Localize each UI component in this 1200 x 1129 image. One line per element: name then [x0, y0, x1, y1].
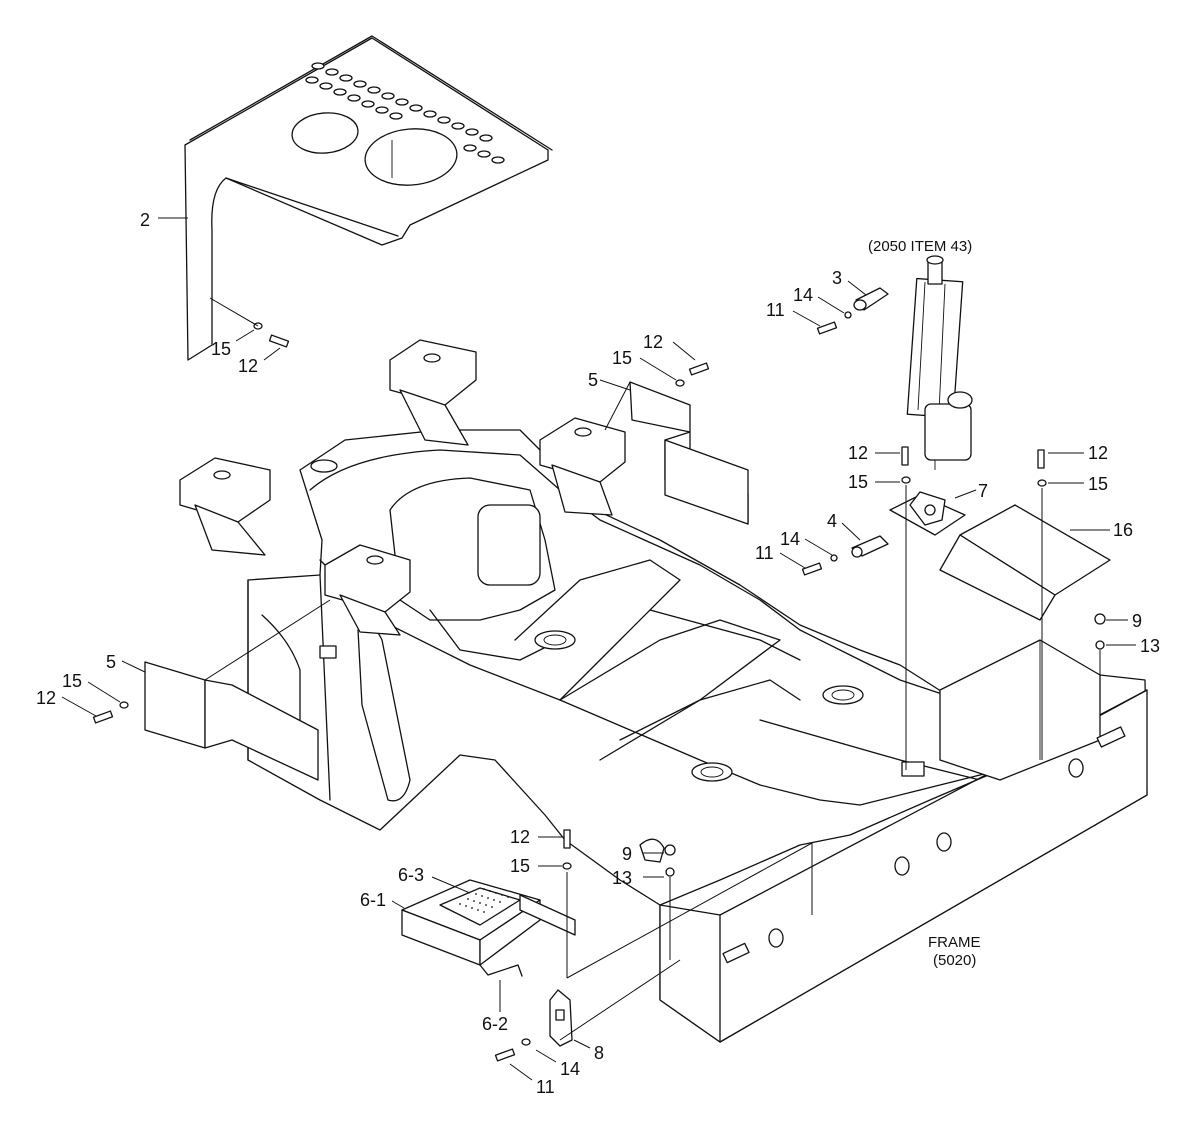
label-part-7: 7	[978, 481, 988, 501]
label-part-14: 14	[560, 1059, 580, 1079]
label-part-9: 9	[622, 844, 632, 864]
label-part-15: 15	[211, 339, 231, 359]
leader-lines	[61, 217, 1136, 1081]
label-part-14: 14	[793, 285, 813, 305]
label-part-9: 9	[1132, 611, 1142, 631]
label-part-15: 15	[848, 472, 868, 492]
hardware	[92, 287, 1106, 1062]
label-part-6-2: 6-2	[482, 1014, 508, 1034]
label-part-5: 5	[588, 370, 598, 390]
label-part-11: 11	[766, 300, 785, 320]
label-part-14: 14	[780, 529, 800, 549]
label-part-11: 11	[755, 543, 774, 563]
label-part-12: 12	[510, 827, 530, 847]
label-part-6-1: 6-1	[360, 890, 386, 910]
grip-pattern	[459, 888, 509, 913]
vent-slots	[305, 62, 505, 164]
cover-plate-16	[939, 504, 1111, 621]
label-part-15: 15	[612, 348, 632, 368]
assembly-lines	[204, 297, 1101, 1041]
label-part-15: 15	[1088, 474, 1108, 494]
label-part-12: 12	[1088, 443, 1108, 463]
bracket-plate-5-upper	[629, 381, 749, 525]
label-part-15: 15	[62, 671, 82, 691]
label-part-12: 12	[643, 332, 663, 352]
label-part-6-3: 6-3	[398, 865, 424, 885]
label-part-3: 3	[832, 268, 842, 288]
engine-cover-part-2	[184, 35, 553, 361]
label-part-2: 2	[140, 210, 150, 230]
label-part-16: 16	[1113, 520, 1133, 540]
label-part-4: 4	[827, 511, 837, 531]
frame-reference: (5020)	[933, 952, 976, 969]
label-part-12: 12	[238, 356, 258, 376]
label-part-5: 5	[106, 652, 116, 672]
label-part-12: 12	[848, 443, 868, 463]
frame-label: FRAME	[928, 934, 981, 951]
step-assembly-6	[401, 879, 576, 977]
bracket-part-7	[889, 491, 966, 536]
label-part-11: 11	[536, 1077, 555, 1097]
clip-part-8	[549, 989, 573, 1047]
label-part-8: 8	[594, 1043, 604, 1063]
label-part-12: 12	[36, 688, 56, 708]
bracket-plate-5-lower	[144, 661, 319, 781]
reference-2050-item-43: (2050 ITEM 43)	[868, 238, 972, 255]
callout-labels: 2 15 12 12 15 5 5 15 12 (2050 ITEM 43) 3…	[36, 210, 1160, 1097]
label-part-15: 15	[510, 856, 530, 876]
label-part-13: 13	[1140, 636, 1160, 656]
label-part-13: 13	[612, 868, 632, 888]
main-frame	[247, 429, 1148, 1043]
mount-pedestals	[179, 339, 626, 636]
lift-cylinder-assembly	[906, 255, 973, 470]
